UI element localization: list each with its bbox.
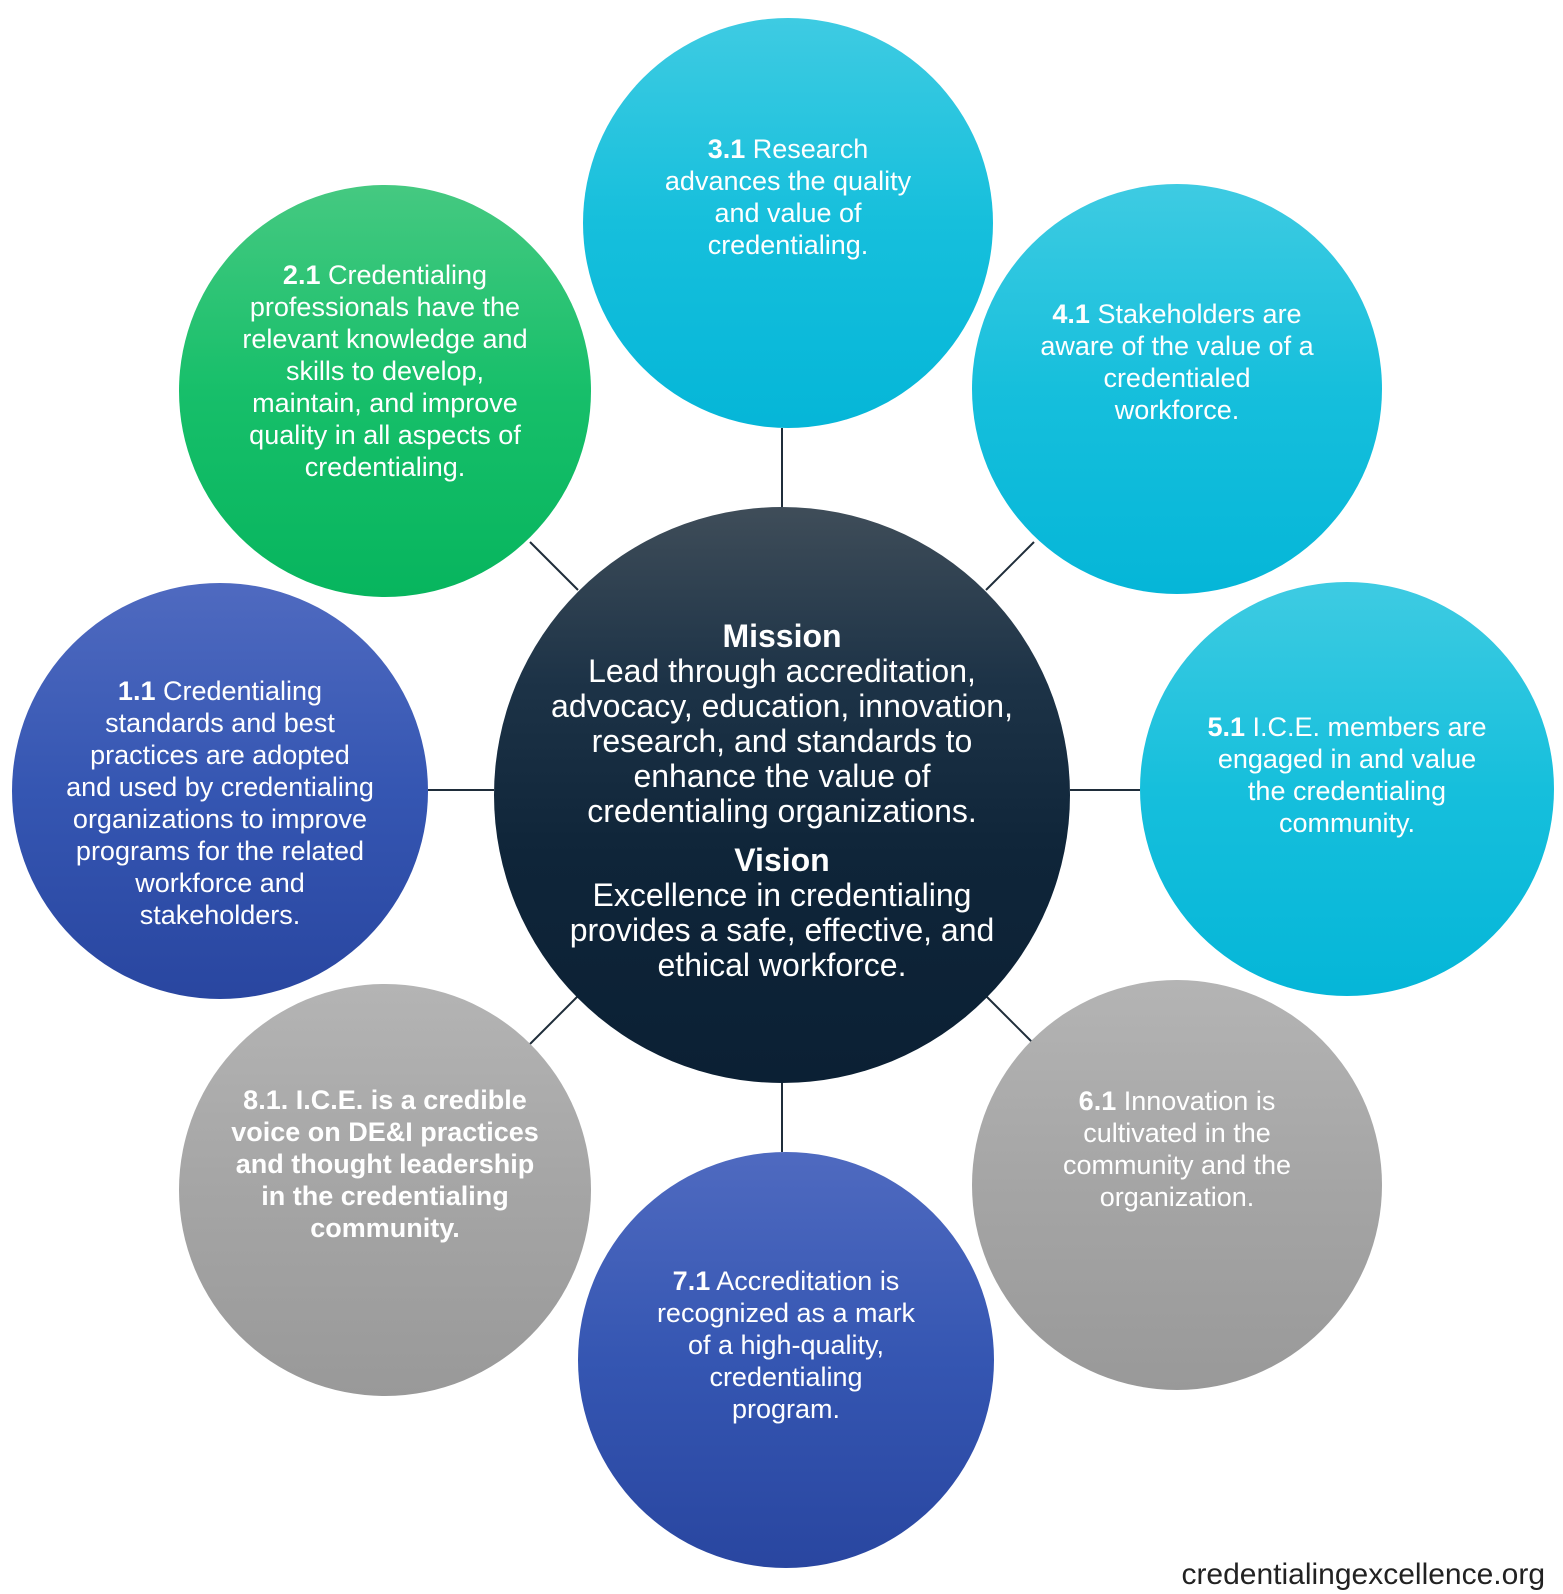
goal-number: 7.1 [672, 1266, 711, 1296]
mission-vision-circle: Mission Lead through accreditation, advo… [494, 507, 1070, 1083]
mission-vision-text: Mission Lead through accreditation, advo… [494, 619, 1070, 983]
goal-text: 7.1 Accreditation is recognized as a mar… [654, 1265, 918, 1425]
connector-8-1 [529, 995, 579, 1045]
goal-number: 2.1 [282, 260, 321, 290]
goal-circle-6-1: 6.1 Innovation is cultivated in the comm… [972, 980, 1382, 1390]
goal-description: I.C.E. members are engaged in and value … [1217, 712, 1487, 838]
connector-6-1 [985, 995, 1035, 1045]
goal-number: 4.1 [1052, 299, 1090, 329]
goal-text: 8.1. I.C.E. is a credible voice on DE&I … [231, 1084, 539, 1244]
goal-circle-3-1: 3.1 Research advances the quality and va… [583, 18, 993, 428]
goal-description: Stakeholders are aware of the value of a… [1040, 299, 1314, 425]
goal-circle-7-1: 7.1 Accreditation is recognized as a mar… [578, 1152, 994, 1568]
goal-circle-2-1: 2.1 Credentialing professionals have the… [179, 185, 591, 597]
mission-heading: Mission [722, 618, 842, 654]
goal-circle-4-1: 4.1 Stakeholders are aware of the value … [972, 184, 1382, 594]
vision-heading: Vision [734, 842, 830, 878]
goal-description: I.C.E. is a credible voice on DE&I pract… [231, 1085, 539, 1243]
goal-number: 5.1 [1207, 712, 1245, 742]
website-url: credentialingexcellence.org [1181, 1558, 1545, 1591]
spacer [544, 829, 1020, 843]
goal-description: Credentialing professionals have the rel… [242, 260, 528, 482]
goal-description: Credentialing standards and best practic… [66, 676, 374, 930]
connector-4-1 [985, 541, 1035, 591]
goal-description: Innovation is cultivated in the communit… [1062, 1086, 1292, 1212]
goal-text: 6.1 Innovation is cultivated in the comm… [1042, 1085, 1312, 1213]
goal-number: 8.1. [243, 1085, 289, 1115]
vision-text: Excellence in credentialing provides a s… [569, 877, 995, 983]
goal-text: 2.1 Credentialing professionals have the… [235, 259, 535, 483]
goal-text: 3.1 Research advances the quality and va… [653, 133, 923, 261]
goal-description: Accreditation is recognized as a mark of… [656, 1266, 916, 1424]
goal-text: 4.1 Stakeholders are aware of the value … [1040, 298, 1314, 426]
goal-number: 3.1 [707, 134, 746, 164]
connector-2-1 [529, 541, 579, 591]
mission-text: Lead through accreditation, advocacy, ed… [551, 653, 1013, 829]
goal-description: Research advances the quality and value … [664, 134, 912, 260]
goal-circle-5-1: 5.1 I.C.E. members are engaged in and va… [1140, 582, 1554, 996]
goal-number: 6.1 [1078, 1086, 1117, 1116]
goal-text: 5.1 I.C.E. members are engaged in and va… [1200, 711, 1494, 839]
goal-number: 1.1 [117, 676, 156, 706]
goal-text: 1.1 Credentialing standards and best pra… [66, 675, 374, 931]
goal-circle-8-1: 8.1. I.C.E. is a credible voice on DE&I … [179, 984, 591, 1396]
goal-circle-1-1: 1.1 Credentialing standards and best pra… [12, 583, 428, 999]
